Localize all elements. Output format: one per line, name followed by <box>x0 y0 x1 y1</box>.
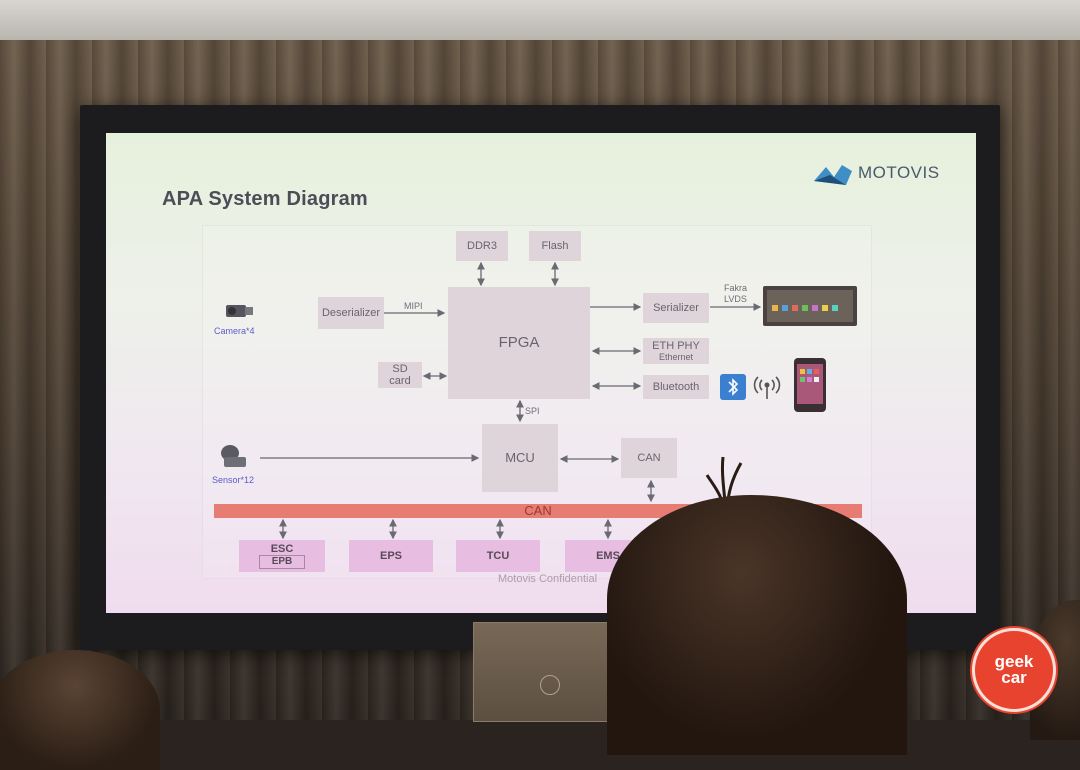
sd-label: SD <box>392 363 408 375</box>
epb-label: EPB <box>258 555 306 569</box>
eth-phy-label: ETH PHY <box>652 340 700 352</box>
fakra-label: Fakra <box>724 283 748 293</box>
display-screen-icon <box>763 286 857 326</box>
camera-icon <box>226 305 253 317</box>
audience-head-left <box>0 650 160 770</box>
can-controller-block: CAN <box>621 438 677 478</box>
ethernet-label: Ethernet <box>658 352 694 362</box>
watermark-line2: car <box>1001 668 1027 687</box>
bluetooth-block: Bluetooth <box>643 375 709 399</box>
sensor-label: Sensor*12 <box>212 475 255 485</box>
eps-block: EPS <box>349 540 433 572</box>
spi-label: SPI <box>525 406 540 416</box>
watermark-line1: geek <box>994 652 1034 671</box>
fpga-block: FPGA <box>448 287 590 399</box>
sd-card-block: SD card <box>378 362 422 388</box>
card-label: card <box>389 375 411 387</box>
presentation-slide: APA System Diagram MOTOVIS <box>106 133 976 613</box>
deserializer-block: Deserializer <box>318 297 384 329</box>
flash-block: Flash <box>529 231 581 261</box>
esc-epb-block: ESC EPB <box>239 540 325 572</box>
motovis-logo: MOTOVIS <box>812 159 952 189</box>
camera-label: Camera*4 <box>214 326 255 336</box>
laptop-logo-icon <box>540 675 560 695</box>
bluetooth-icon <box>720 374 746 400</box>
esc-label: ESC <box>270 543 294 555</box>
slide-title: APA System Diagram <box>162 188 368 210</box>
eth-phy-block: ETH PHY Ethernet <box>643 338 709 364</box>
smartphone-icon <box>794 358 826 412</box>
mcu-block: MCU <box>482 424 558 492</box>
logo-wordmark: MOTOVIS <box>858 163 940 182</box>
wireless-signal-icon <box>753 376 781 399</box>
connection-lines <box>260 261 762 540</box>
serializer-block: Serializer <box>643 293 709 323</box>
lvds-label: LVDS <box>724 294 747 304</box>
motovis-logo-icon <box>814 165 852 185</box>
geekcar-watermark: geek car <box>972 628 1056 712</box>
room-ceiling <box>0 0 1080 40</box>
confidential-footer: Motovis Confidential <box>498 573 598 585</box>
audience-head-center <box>607 495 907 755</box>
ddr3-block: DDR3 <box>456 231 508 261</box>
sensor-icon <box>221 445 246 467</box>
mipi-label: MIPI <box>404 301 423 311</box>
tcu-block: TCU <box>456 540 540 572</box>
laptop-lid <box>473 622 625 722</box>
